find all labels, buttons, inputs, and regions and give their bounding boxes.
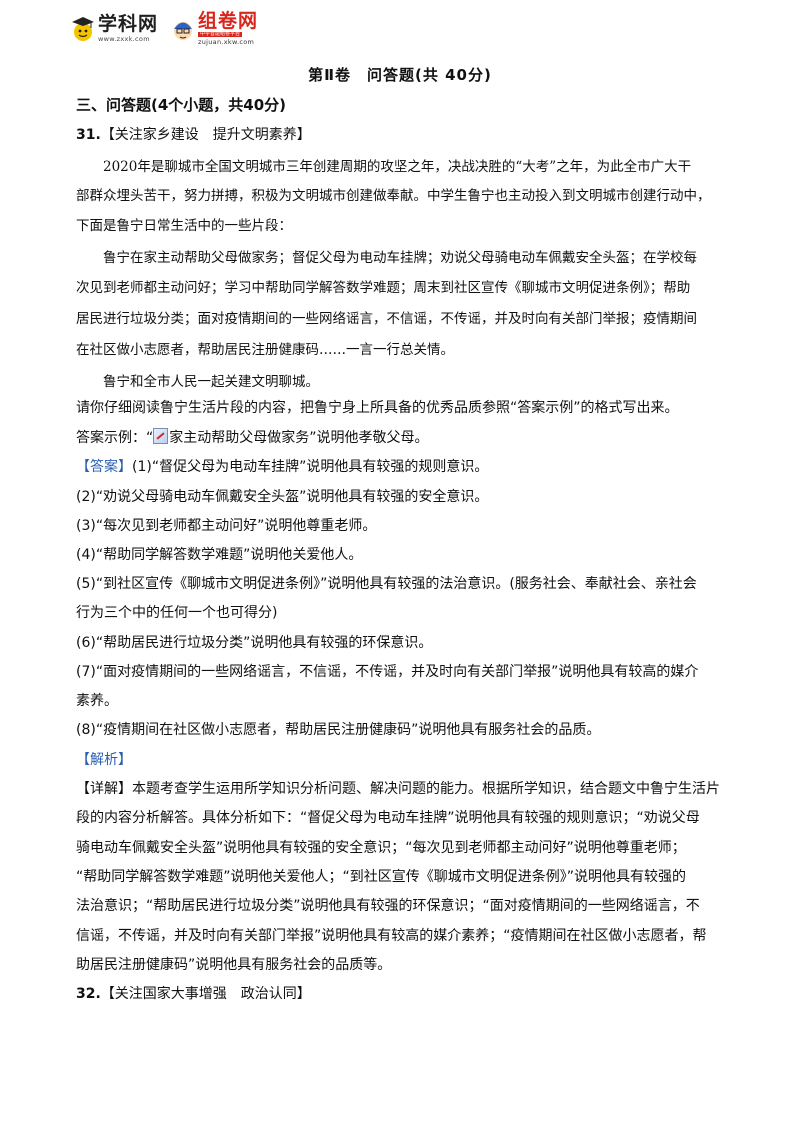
- q31-passage-line: 部群众埋头苦干，努力拼搏，积极为文明城市创建做奉献。中学生鲁宁也主动投入到文明城…: [76, 188, 711, 204]
- q31-passage-line: 鲁宁在家主动帮助父母做家务；督促父母为电动车挂牌；劝说父母骑电动车佩戴安全头盔；…: [103, 250, 697, 266]
- detail-text: 助居民注册健康码”说明他具有服务社会的品质等。: [76, 957, 392, 973]
- zujuanwang-logo: 组卷网 中学智能组卷平台 zujuan.xkw.com: [170, 12, 258, 46]
- detail-text: 本题考查学生运用所学知识分析问题、解决问题的能力。根据所学知识，结合题文中鲁宁生…: [132, 781, 720, 797]
- inline-image-icon: [153, 428, 169, 444]
- q31-passage-line: 在社区做小志愿者，帮助居民注册健康码……一言一行总关情。: [76, 342, 454, 358]
- detail-text: “帮助同学解答数学难题”说明他关爱他人；“到社区宣传《聊城市文明促进条例》”说明…: [76, 869, 687, 885]
- header-logos: 学科网 www.zxxk.com 组卷网 中学智能组卷平台 zujuan.xkw…: [70, 10, 270, 48]
- q32-heading: 32.【关注国家大事增强 政治认同】: [76, 983, 311, 1003]
- detail-text: 骑电动车佩戴安全头盔”说明他具有较强的安全意识；“每次见到老师都主动问好”说明他…: [76, 840, 686, 856]
- answer-item: (4)“帮助同学解答数学难题”说明他关爱他人。: [76, 547, 363, 563]
- part-heading: 三、问答题(4个小题，共40分): [76, 96, 287, 114]
- q31-passage-line: 2020年是聊城市全国文明城市三年创建周期的攻坚之年，决战决胜的“大考”之年，为…: [103, 159, 692, 175]
- answer-item: (2)“劝说父母骑电动车佩戴安全头盔”说明他具有较强的安全意识。: [76, 489, 489, 505]
- detail-text: 法治意识；“帮助居民进行垃圾分类”说明他具有较强的环保意识；“面对疫情期间的一些…: [76, 898, 700, 914]
- q31-topic: 【关注家乡建设 提升文明素养】: [100, 127, 311, 143]
- analysis-label: 【解析】: [76, 752, 132, 768]
- answer-item: 行为三个中的任何一个也可得分): [76, 605, 278, 621]
- detail-text: 信谣，不传谣，并及时向有关部门举报”说明他具有较高的媒介素养；“疫情期间在社区做…: [76, 928, 707, 944]
- answer-item: (5)“到社区宣传《聊城市文明促进条例》”说明他具有较强的法治意识。(服务社会、…: [76, 576, 697, 592]
- answer-label: 【答案】: [76, 459, 132, 475]
- example-rest: 家主动帮助父母做家务”说明他孝敬父母。: [169, 430, 429, 446]
- answer-line: 【答案】(1)“督促父母为电动车挂牌”说明他具有较强的规则意识。: [76, 456, 488, 476]
- logo1-url: www.zxxk.com: [98, 35, 150, 44]
- q31-example: 答案示例：“ 家主动帮助父母做家务”说明他孝敬父母。: [76, 427, 429, 447]
- student-mascot-icon: [170, 14, 196, 44]
- q31-passage-line: 居民进行垃圾分类；面对疫情期间的一些网络谣言，不信谣，不传谣，并及时向有关部门举…: [76, 311, 697, 327]
- q32-topic: 【关注国家大事增强 政治认同】: [100, 986, 311, 1002]
- q31-passage-line: 次见到老师都主动问好；学习中帮助同学解答数学难题；周末到社区宣传《聊城市文明促进…: [76, 280, 691, 296]
- xuekewang-logo: 学科网 www.zxxk.com: [70, 14, 158, 44]
- logo1-name: 学科网: [98, 13, 159, 36]
- detail-line: 【详解】本题考查学生运用所学知识分析问题、解决问题的能力。根据所学知识，结合题文…: [76, 778, 720, 798]
- logo2-url: zujuan.xkw.com: [198, 38, 255, 47]
- detail-label: 【详解】: [76, 781, 132, 797]
- answer-item: (7)“面对疫情期间的一些网络谣言，不信谣，不传谣，并及时向有关部门举报”说明他…: [76, 664, 699, 680]
- logo2-subtitle: 中学智能组卷平台: [198, 31, 243, 38]
- detail-text: 段的内容分析解答。具体分析如下：“督促父母为电动车挂牌”说明他具有较强的规则意识…: [76, 810, 700, 826]
- q31-heading: 31.【关注家乡建设 提升文明素养】: [76, 124, 311, 144]
- q32-number: 32.: [76, 986, 101, 1002]
- answer-item: (8)“疫情期间在社区做小志愿者，帮助居民注册健康码”说明他具有服务社会的品质。: [76, 722, 601, 738]
- answer-item: (6)“帮助居民进行垃圾分类”说明他具有较强的环保意识。: [76, 635, 433, 651]
- q31-passage-line: 鲁宁和全市人民一起关建文明聊城。: [103, 374, 319, 390]
- example-prefix: 答案示例：“: [76, 430, 154, 446]
- answer-item: (1)“督促父母为电动车挂牌”说明他具有较强的规则意识。: [132, 459, 489, 475]
- section-title: 第Ⅱ卷 问答题(共 40分): [308, 66, 492, 84]
- mortarboard-mascot-icon: [70, 14, 96, 44]
- logo2-name: 组卷网: [198, 10, 259, 33]
- q31-instruction: 请你仔细阅读鲁宁生活片段的内容，把鲁宁身上所具备的优秀品质参照“答案示例”的格式…: [76, 400, 679, 416]
- q31-number: 31.: [76, 127, 101, 143]
- answer-item: (3)“每次见到老师都主动问好”说明他尊重老师。: [76, 518, 377, 534]
- q31-passage-line: 下面是鲁宁日常生活中的一些片段：: [76, 218, 292, 234]
- answer-item: 素养。: [76, 693, 118, 709]
